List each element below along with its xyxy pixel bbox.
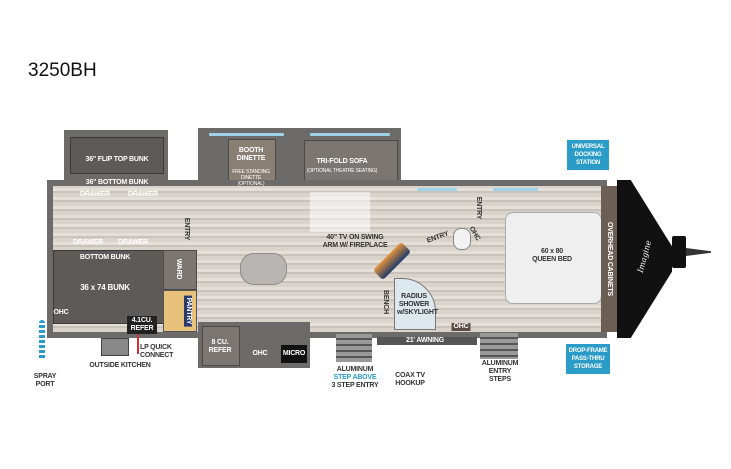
spray-hose xyxy=(39,320,45,360)
label-bottom-bunk: BOTTOM BUNK xyxy=(79,254,131,261)
hitch-tongue xyxy=(686,248,711,256)
label-outside-kitchen: OUTSIDE KITCHEN xyxy=(89,362,151,369)
label-bench: BENCH xyxy=(382,290,389,314)
label-pantry: PANTRY xyxy=(184,295,192,327)
label-refer-41: 4.1CU. REFER xyxy=(127,316,157,334)
badge-docking-station: UNIVERSAL DOCKING STATION xyxy=(567,140,609,170)
label-ohc: OHC xyxy=(451,323,471,331)
label-drawer: DRAWER xyxy=(80,191,110,198)
hitch xyxy=(672,236,686,268)
flip-top-bunk xyxy=(70,137,164,174)
kitchen-island xyxy=(240,253,287,285)
bunk-area xyxy=(53,250,165,324)
label-micro: MICRO xyxy=(282,350,306,357)
refer-8 xyxy=(202,326,240,366)
microwave xyxy=(281,345,307,363)
label-step-above: STEP ABOVE xyxy=(333,374,377,381)
label-theatre: (OPTIONAL THEATRE SEATING) xyxy=(306,168,378,174)
label-queen-bed: 60 x 80 QUEEN BED xyxy=(532,248,572,263)
skylight xyxy=(310,192,370,232)
label-shower: RADIUS SHOWER w/SKYLIGHT xyxy=(397,293,438,316)
overhead-cabinets xyxy=(601,186,617,332)
queen-bed xyxy=(505,212,602,304)
label-step-aluminum: ALUMINUM xyxy=(336,366,374,373)
window xyxy=(310,133,390,136)
label-lp-quick: LP QUICK CONNECT xyxy=(140,344,174,359)
label-ward: WARD xyxy=(175,258,182,280)
ward xyxy=(163,250,197,290)
entry-steps[interactable] xyxy=(480,333,518,359)
label-free-standing: FREE STANDING DINETTE (OPTIONAL) xyxy=(232,169,270,187)
label-ohc: OHC xyxy=(53,309,69,316)
step-above-entry[interactable] xyxy=(336,334,372,362)
label-awning: 21' AWNING xyxy=(406,337,444,344)
label-drawer: DRAWER xyxy=(128,191,158,198)
label-entry: ENTRY xyxy=(183,217,190,241)
label-flip-top-bunk: 36" FLIP TOP BUNK xyxy=(85,156,149,163)
lp-line xyxy=(137,332,139,354)
badge-pass-thru-storage: DROP-FRAME PASS-THRU STORAGE xyxy=(566,344,610,374)
label-entry-steps: ALUMINUM ENTRY STEPS xyxy=(481,360,519,383)
label-entry: ENTRY xyxy=(475,196,482,220)
tri-fold-sofa xyxy=(304,140,398,182)
label-36x74-bunk: 36 x 74 BUNK xyxy=(80,283,130,292)
label-drawer: DRAWER xyxy=(73,239,103,246)
label-step-entry: 3 STEP ENTRY xyxy=(331,382,379,389)
model-title: 3250BH xyxy=(28,60,97,81)
label-booth-dinette: BOOTH DINETTE xyxy=(236,147,266,162)
label-ohc: OHC xyxy=(252,350,268,357)
label-coax: COAX TV HOOKUP xyxy=(395,372,425,387)
label-spray-port: SPRAY PORT xyxy=(33,373,57,388)
window xyxy=(209,133,284,136)
toilet xyxy=(453,228,471,250)
window xyxy=(493,188,538,191)
label-drawer: DRAWER xyxy=(118,239,148,246)
label-tv: 40" TV ON SWING ARM W/ FIREPLACE xyxy=(322,234,388,249)
label-overhead-cabinets: OVERHEAD CABINETS xyxy=(606,222,613,296)
label-bottom-bunk-top: 36" BOTTOM BUNK xyxy=(85,179,149,186)
outside-kitchen xyxy=(101,338,129,356)
label-tri-fold-sofa: TRI-FOLD SOFA xyxy=(316,158,368,165)
window xyxy=(417,188,457,191)
awning-bar xyxy=(377,337,477,345)
label-refer-8: 8 CU. REFER xyxy=(208,339,232,354)
